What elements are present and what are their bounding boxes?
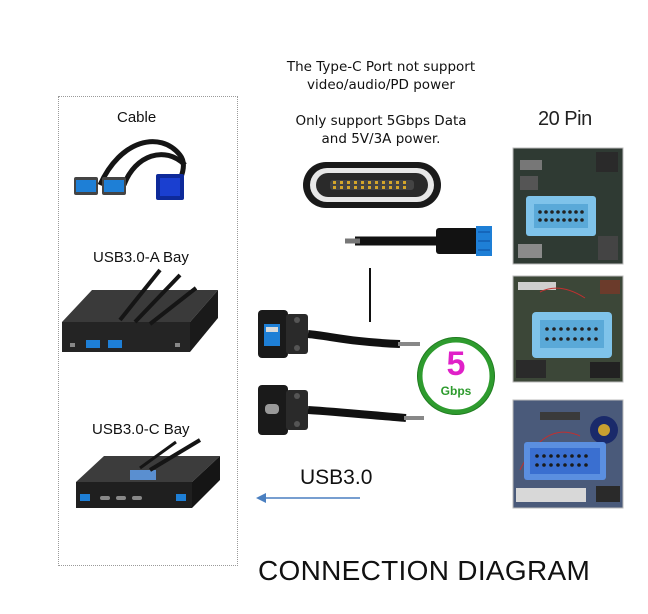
motherboard-photo-2 bbox=[512, 275, 624, 383]
speed-badge bbox=[417, 337, 495, 415]
usb-a-port-cable bbox=[258, 310, 420, 358]
diagram-title: CONNECTION DIAGRAM bbox=[258, 555, 591, 586]
usb-a-bay-label: USB3.0-A Bay bbox=[93, 249, 189, 266]
note-line-4: and 5V/3A power. bbox=[321, 131, 441, 147]
pin-header-label: 20 Pin bbox=[538, 108, 592, 130]
speed-badge-number: 5 bbox=[446, 345, 466, 383]
direction-arrow bbox=[256, 493, 360, 503]
usb-c-bay-product-icon bbox=[76, 438, 220, 508]
note-line-3: Only support 5Gbps Data bbox=[295, 113, 467, 129]
note-line-2: video/audio/PD power bbox=[307, 77, 455, 93]
usb-c-port-cable bbox=[258, 385, 424, 435]
cable-product-icon bbox=[74, 139, 187, 200]
usb30-label: USB3.0 bbox=[300, 466, 373, 489]
speed-badge-unit: Gbps bbox=[440, 384, 472, 398]
usb-c-bay-label: USB3.0-C Bay bbox=[92, 421, 190, 438]
header-connector-cable bbox=[345, 226, 492, 322]
cable-label: Cable bbox=[117, 109, 157, 126]
motherboard-photo-3 bbox=[512, 399, 624, 509]
motherboard-photo-1 bbox=[512, 147, 624, 265]
note-line-1: The Type-C Port not support bbox=[286, 59, 476, 75]
product-panel-border bbox=[58, 96, 238, 566]
usb-a-bay-product-icon bbox=[62, 268, 218, 352]
type-c-port-icon bbox=[303, 162, 441, 208]
